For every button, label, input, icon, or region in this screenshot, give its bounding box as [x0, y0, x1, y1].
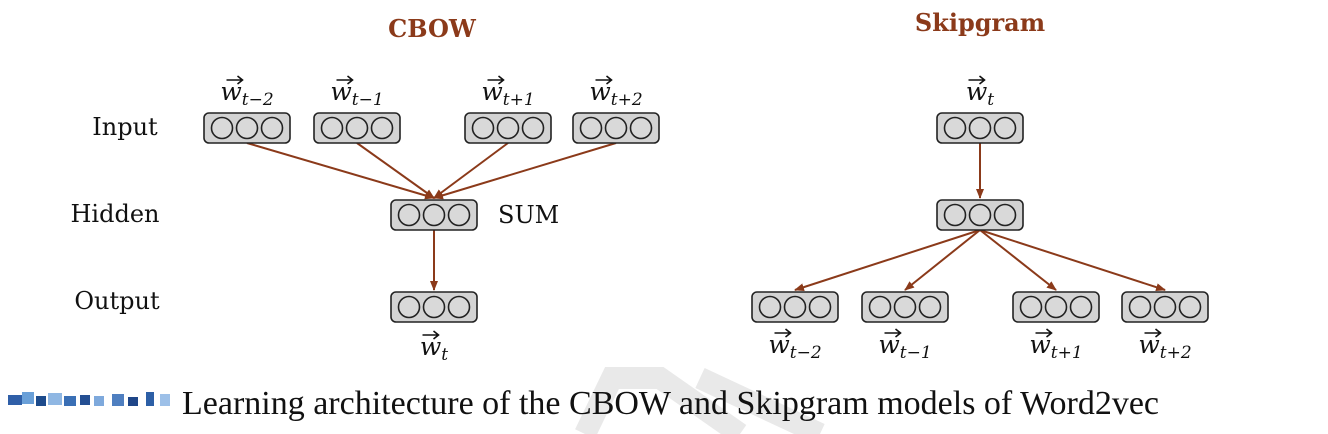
cbow-edge-input-to-hidden [433, 142, 509, 199]
cbow-edge-input-to-hidden [433, 142, 617, 200]
neuron-circle [260, 116, 284, 140]
neuron-circle [447, 295, 471, 319]
cbow-output-node [390, 291, 478, 323]
skipgram-output-node [861, 291, 949, 323]
neuron-circle [397, 203, 421, 227]
neuron-circle [496, 116, 520, 140]
cbow-input-node [313, 112, 401, 144]
vector-arrow-accent [774, 328, 792, 338]
sum-label: SUM [498, 201, 559, 229]
neuron-circle [1128, 295, 1152, 319]
neuron-circle [521, 116, 545, 140]
neuron-circle [968, 203, 992, 227]
neuron-circle [210, 116, 234, 140]
neuron-circle [320, 116, 344, 140]
cbow-input-vector-label: wt+1 [481, 77, 534, 110]
skipgram-input-node [936, 112, 1024, 144]
neuron-circle [447, 203, 471, 227]
caption-text: Learning architecture of the CBOW and Sk… [182, 385, 1159, 422]
node-group [203, 112, 1209, 323]
neuron-circle [579, 116, 603, 140]
neuron-circle [808, 295, 832, 319]
vector-arrow-accent [422, 330, 440, 340]
edge-group [246, 142, 1166, 292]
skipgram-input-vector-label: wt [966, 77, 994, 110]
neuron-circle [893, 295, 917, 319]
skipgram-edge-hidden-to-output [904, 229, 981, 291]
neuron-circle [397, 295, 421, 319]
skipgram-title: Skipgram [915, 8, 1045, 37]
neuron-circle [1044, 295, 1068, 319]
cbow-edge-input-to-hidden [246, 142, 435, 200]
cbow-input-vector-label: wt−2 [220, 77, 273, 110]
row-label-hidden: Hidden [71, 200, 160, 228]
skipgram-output-node [1012, 291, 1100, 323]
vector-arrow-accent [336, 75, 354, 85]
skipgram-hidden-node [936, 199, 1024, 231]
vector-arrow-accent [1144, 328, 1162, 338]
neuron-circle [370, 116, 394, 140]
cbow-input-vector-label: wt+2 [589, 77, 642, 110]
skipgram-output-vector-label: wt−2 [768, 330, 821, 363]
row-label-output: Output [74, 287, 160, 315]
caption-figure-label-redacted [8, 392, 170, 406]
cbow-hidden-node [390, 199, 478, 231]
vector-arrow-accent [884, 328, 902, 338]
vector-arrow-accent [968, 75, 986, 85]
vector-arrow-accent [487, 75, 505, 85]
cbow-input-node [464, 112, 552, 144]
skipgram-output-vector-label: wt−1 [878, 330, 931, 363]
neuron-circle [471, 116, 495, 140]
neuron-circle [422, 203, 446, 227]
neuron-circle [868, 295, 892, 319]
vector-arrow-accent [1035, 328, 1053, 338]
cbow-title: CBOW [388, 14, 477, 43]
neuron-circle [943, 116, 967, 140]
neuron-circle [422, 295, 446, 319]
cbow-input-vector-label: wt−1 [330, 77, 383, 110]
neuron-circle [345, 116, 369, 140]
skipgram-output-node [1121, 291, 1209, 323]
neuron-circle [1069, 295, 1093, 319]
skipgram-output-vector-label: wt+2 [1138, 330, 1191, 363]
cbow-input-node [572, 112, 660, 144]
watermark-mark [575, 367, 825, 434]
skipgram-edge-hidden-to-output [794, 229, 981, 292]
neuron-circle [993, 116, 1017, 140]
skipgram-output-node [751, 291, 839, 323]
neuron-circle [918, 295, 942, 319]
vector-arrow-accent [226, 75, 244, 85]
row-label-input: Input [92, 113, 158, 141]
neuron-circle [1153, 295, 1177, 319]
neuron-circle [1178, 295, 1202, 319]
neuron-circle [758, 295, 782, 319]
neuron-circle [1019, 295, 1043, 319]
neuron-circle [604, 116, 628, 140]
neuron-circle [629, 116, 653, 140]
skipgram-edge-hidden-to-output [979, 229, 1166, 292]
neuron-circle [943, 203, 967, 227]
cbow-output-vector-label: wt [420, 332, 448, 365]
neuron-circle [783, 295, 807, 319]
neuron-circle [968, 116, 992, 140]
neuron-circle [993, 203, 1017, 227]
skipgram-output-vector-label: wt+1 [1029, 330, 1082, 363]
vector-label-group: wt−2 wt−1 wt+1 wt+2 wt wt wt−2 wt−1 wt+1 wt+2 [220, 75, 1192, 365]
vector-arrow-accent [595, 75, 613, 85]
cbow-input-node [203, 112, 291, 144]
skipgram-edge-hidden-to-output [979, 229, 1057, 291]
neuron-circle [235, 116, 259, 140]
cbow-edge-input-to-hidden [356, 142, 435, 199]
